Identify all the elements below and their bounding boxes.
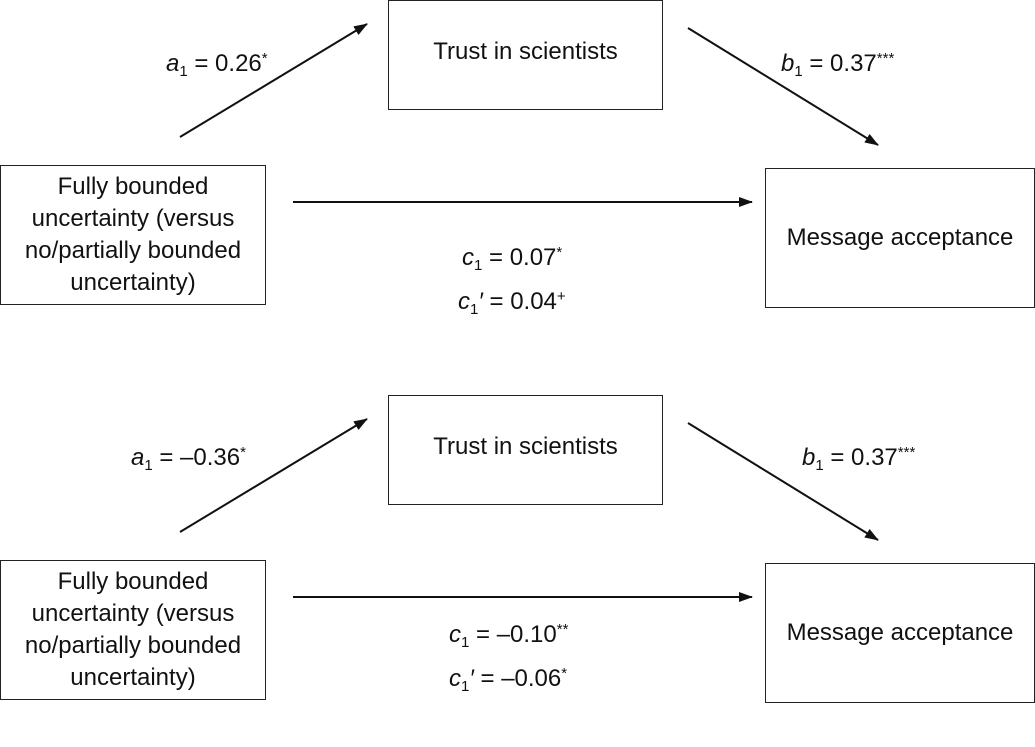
path-c-coefficient: c1 = 0.07* — [462, 244, 563, 274]
outcome-label: Message acceptance — [786, 224, 1014, 251]
mediation-diagram-bottom: Trust in scientists Fully bounded uncert… — [0, 395, 1035, 747]
predictor-box: Fully bounded uncertainty (versus no/par… — [0, 165, 266, 305]
predictor-label: Fully bounded uncertainty (versus no/par… — [24, 173, 242, 296]
predictor-box: Fully bounded uncertainty (versus no/par… — [0, 560, 266, 700]
path-a-coefficient: a1 = –0.36* — [131, 444, 246, 474]
mediator-box: Trust in scientists — [388, 395, 663, 505]
outcome-box: Message acceptance — [765, 168, 1035, 308]
path-arrows — [179, 418, 879, 602]
predictor-label: Fully bounded uncertainty (versus no/par… — [24, 568, 242, 691]
path-b-coefficient: b1 = 0.37*** — [781, 50, 895, 80]
path-b-arrow — [687, 422, 879, 541]
path-c-prime-coefficient: c1′ = –0.06* — [449, 665, 568, 695]
path-arrows — [179, 23, 879, 207]
path-b-arrow — [687, 27, 879, 146]
mediator-label: Trust in scientists — [433, 38, 618, 65]
path-a-arrow — [179, 418, 368, 533]
path-b-coefficient: b1 = 0.37*** — [802, 444, 916, 474]
path-a-arrow — [179, 23, 368, 138]
path-a-coefficient: a1 = 0.26* — [166, 50, 268, 80]
mediation-diagram-top: Trust in scientists Fully bounded uncert… — [0, 0, 1035, 352]
outcome-label: Message acceptance — [786, 619, 1014, 646]
path-c-prime-coefficient: c1′ = 0.04+ — [458, 288, 566, 318]
outcome-box: Message acceptance — [765, 563, 1035, 703]
path-c-coefficient: c1 = –0.10** — [449, 621, 569, 651]
mediator-box: Trust in scientists — [388, 0, 663, 110]
mediator-label: Trust in scientists — [433, 433, 618, 460]
